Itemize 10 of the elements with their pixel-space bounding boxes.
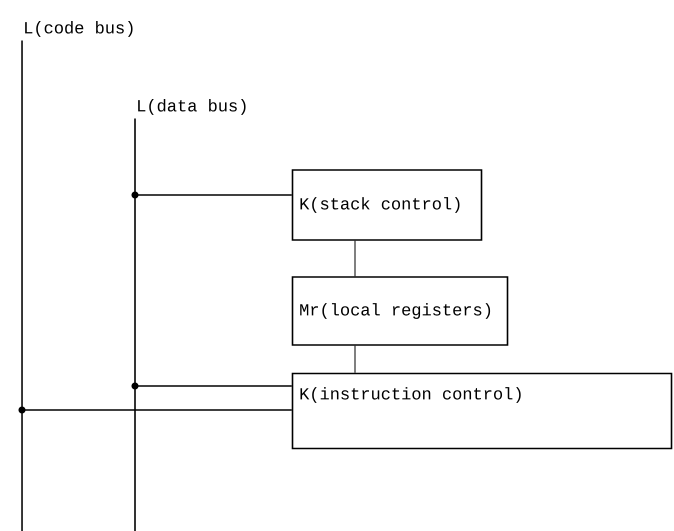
connection-line bbox=[354, 345, 356, 374]
component-box: K(stack control) bbox=[292, 169, 482, 241]
component-box: K(instruction control) bbox=[292, 372, 672, 450]
component-box: Mr(local registers) bbox=[292, 276, 508, 346]
bus-line: L(data bus) bbox=[134, 99, 246, 531]
bus-line: L(code bus) bbox=[21, 21, 133, 531]
connection-line bbox=[132, 382, 292, 390]
connection-line bbox=[18, 406, 292, 414]
connection-line bbox=[132, 192, 292, 198]
connection-line bbox=[354, 240, 356, 277]
